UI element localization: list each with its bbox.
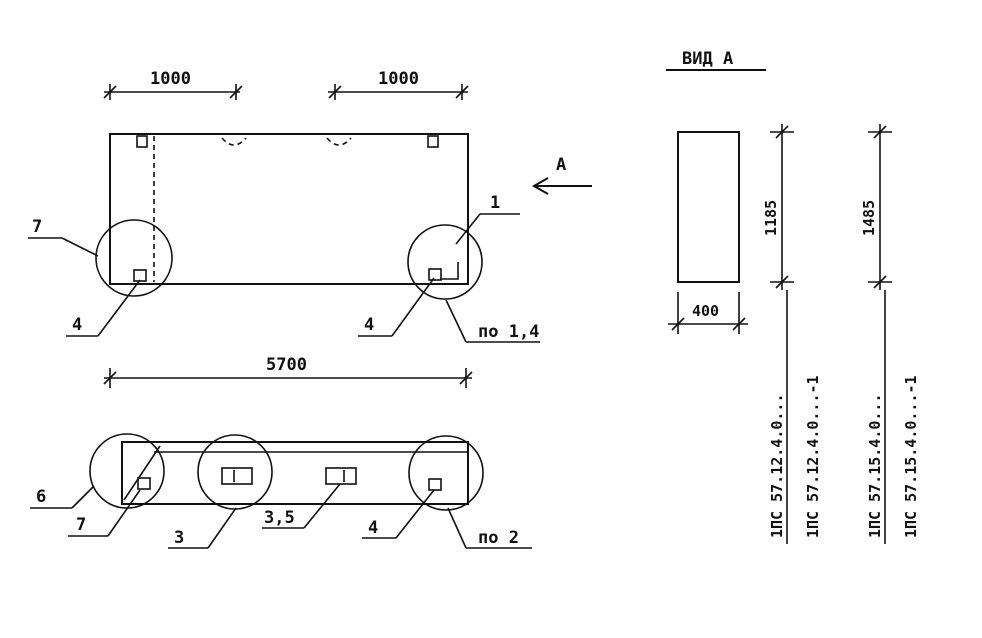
- plan-circle-2: [197, 434, 273, 510]
- plan-loop-right: [428, 478, 442, 491]
- total-dimension: 5700: [103, 355, 473, 388]
- loop-top-right: [427, 135, 439, 148]
- front-view: [95, 133, 483, 300]
- callout-4-right: 4: [364, 315, 374, 335]
- view-a-title: ВИД А: [682, 49, 733, 69]
- callout-4-bottom: 4: [368, 518, 378, 538]
- plan-circle-3: [408, 435, 484, 511]
- plan-outline: [121, 441, 469, 505]
- callout-7-bottom: 7: [76, 515, 86, 535]
- callout-6: 6: [36, 487, 46, 507]
- plan-loop-left: [137, 477, 151, 490]
- callout-4-left: 4: [72, 315, 82, 335]
- callout-7-top: 7: [32, 217, 42, 237]
- dim-400: 400: [692, 302, 719, 320]
- section-rect: [677, 131, 740, 283]
- slab-outline: [109, 133, 469, 285]
- callout-3: 3: [174, 528, 184, 548]
- plan-insert-1: [221, 467, 253, 485]
- callout-3-5: 3,5: [264, 508, 295, 528]
- callout-po-1-4: по 1,4: [478, 322, 539, 342]
- detail-circle-right: [407, 224, 483, 300]
- loop-bottom-left: [133, 269, 147, 282]
- callout-1: 1: [490, 193, 500, 213]
- dim-5700: 5700: [266, 355, 307, 375]
- arrow-label: А: [556, 155, 566, 175]
- mark-4: 1ПС 57.15.4.0...-1: [902, 375, 920, 538]
- dim-1185: 1185: [762, 200, 780, 236]
- view-a: ВИД А 400 1185 1485 1ПС 57.12.4.0... 1ПС…: [666, 49, 920, 544]
- dim-1485: 1485: [860, 200, 878, 236]
- loop-hidden-1: [221, 137, 247, 146]
- plan-insert-2: [325, 467, 357, 485]
- detail-circle-left: [95, 219, 173, 297]
- view-arrow: А: [531, 155, 592, 195]
- callout-po-2: по 2: [478, 528, 519, 548]
- dim-1000-left: 1000: [150, 69, 191, 89]
- callouts-plan: 6 7 3 3,5 4 по 2: [30, 483, 532, 549]
- dim-1000-right: 1000: [378, 69, 419, 89]
- loop-hidden-2: [326, 137, 352, 146]
- mark-2: 1ПС 57.12.4.0...-1: [804, 375, 822, 538]
- loop-bottom-right: [428, 268, 442, 281]
- detail-corner: [440, 262, 459, 280]
- plan-view: [89, 433, 484, 511]
- mark-3: 1ПС 57.15.4.0...: [866, 394, 884, 539]
- top-dimensions: 1000 1000: [103, 69, 469, 100]
- loop-top-left: [136, 135, 148, 148]
- mark-1: 1ПС 57.12.4.0...: [768, 394, 786, 539]
- callouts-front: 7 1 4 4 по 1,4: [28, 193, 540, 343]
